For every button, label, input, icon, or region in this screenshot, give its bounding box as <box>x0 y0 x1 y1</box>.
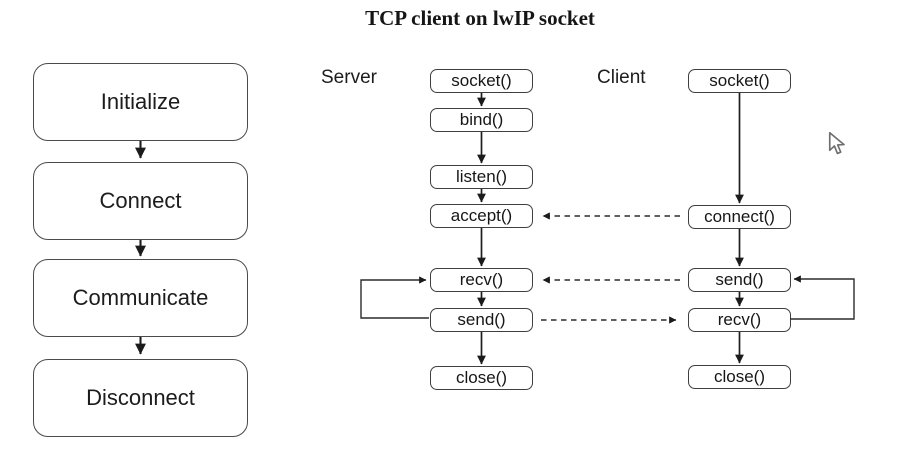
loop-server-send-recv <box>360 276 429 319</box>
client-step-connect: connect() <box>688 205 791 229</box>
client-step-label: send() <box>715 270 764 289</box>
server-step-label: close() <box>455 368 507 387</box>
server-step-send: send() <box>430 308 533 332</box>
loop-client-recv-send <box>790 275 855 320</box>
client-step-label: socket() <box>709 71 770 90</box>
client-step-socket: socket() <box>688 69 791 93</box>
server-step-label: bind() <box>459 110 504 129</box>
client-step-send: send() <box>688 268 791 292</box>
client-step-label: recv() <box>717 310 762 329</box>
server-step-socket: socket() <box>430 69 533 93</box>
client-step-recv: recv() <box>688 308 791 332</box>
server-column-label: Server <box>321 67 377 88</box>
client-step-close: close() <box>688 365 791 389</box>
flow-step-initialize: Initialize <box>33 63 248 141</box>
mouse-pointer-icon <box>828 132 845 155</box>
server-step-label: socket() <box>451 71 512 90</box>
flow-step-disconnect: Disconnect <box>33 359 248 437</box>
server-step-bind: bind() <box>430 108 533 132</box>
flow-step-label: Initialize <box>100 89 181 114</box>
server-step-listen: listen() <box>430 165 533 189</box>
server-step-close: close() <box>430 366 533 390</box>
server-step-label: listen() <box>455 167 507 186</box>
server-step-accept: accept() <box>430 204 533 228</box>
flow-step-label: Communicate <box>72 285 209 310</box>
flow-step-communicate: Communicate <box>33 259 248 337</box>
client-column-label: Client <box>597 67 646 88</box>
server-step-label: send() <box>457 310 506 329</box>
server-step-label: accept() <box>450 206 513 225</box>
server-step-label: recv() <box>459 270 504 289</box>
flow-step-label: Connect <box>99 188 182 213</box>
diagram-title: TCP client on lwIP socket <box>365 6 595 30</box>
flow-step-label: Disconnect <box>86 385 195 410</box>
client-step-label: close() <box>713 367 765 386</box>
server-step-recv: recv() <box>430 268 533 292</box>
flow-step-connect: Connect <box>33 162 248 240</box>
client-step-label: connect() <box>704 207 775 226</box>
